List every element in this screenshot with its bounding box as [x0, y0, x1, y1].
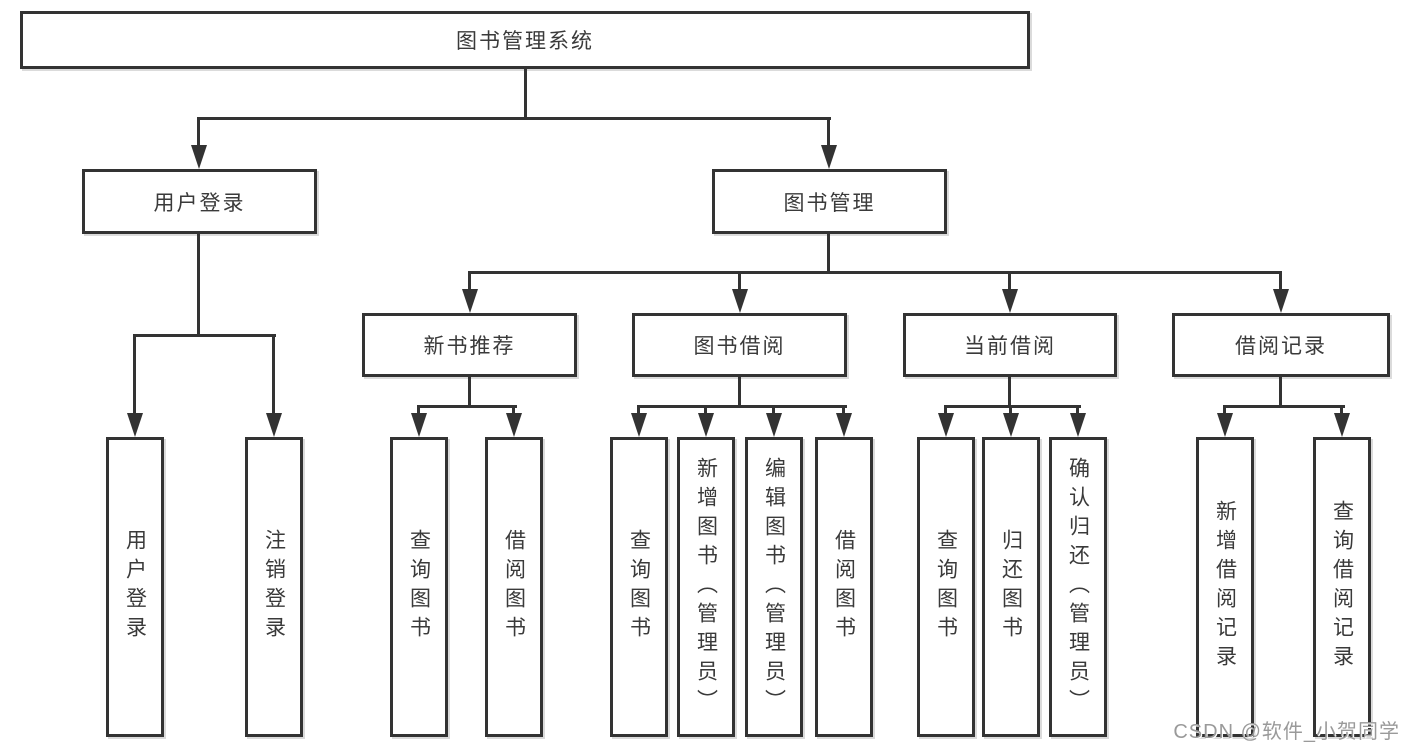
- edge-stem-leaf-user-login: [133, 334, 136, 417]
- node-book-management: 图书管理: [712, 169, 947, 234]
- edge-stem-records: [1279, 271, 1282, 293]
- node-book-management-label: 图书管理: [783, 191, 876, 215]
- edge-stem-rcd-leaf2: [1340, 405, 1343, 417]
- node-borrow-records: 借阅记录: [1172, 313, 1390, 377]
- edge-stem-bor-leaf3: [772, 405, 775, 417]
- arrowhead-cur-leaf1: [938, 413, 954, 437]
- arrowhead-recommend: [462, 289, 478, 313]
- node-user-login: 用户登录: [82, 169, 317, 234]
- leaf-records-query-record-label: 查询借阅记录: [1330, 500, 1354, 674]
- edge-stem-current: [1008, 271, 1011, 293]
- edge-stem-cur-leaf1: [944, 405, 947, 417]
- leaf-borrow-borrow-books-label: 借阅图书: [832, 529, 856, 645]
- edge-mgmt-hbar: [468, 271, 1282, 274]
- node-current-borrow: 当前借阅: [903, 313, 1117, 377]
- leaf-current-query-books-label: 查询图书: [934, 529, 958, 645]
- edge-stem-rcd-leaf1: [1223, 405, 1226, 417]
- arrowhead-leaf-logout: [266, 413, 282, 437]
- leaf-borrow-add-books-admin-label: 新增图书（管理员）: [694, 456, 718, 718]
- edge-current-drop: [1008, 377, 1011, 407]
- edge-login-hbar: [133, 334, 276, 337]
- edge-root-drop: [524, 69, 527, 118]
- edge-recommend-hbar: [417, 405, 517, 408]
- arrowhead-bor-leaf2: [698, 413, 714, 437]
- edge-stem-rec-leaf2: [512, 405, 515, 417]
- arrowhead-user-login: [191, 145, 207, 169]
- leaf-current-return-books: 归还图书: [982, 437, 1040, 737]
- node-book-borrow-label: 图书借阅: [693, 335, 786, 358]
- edge-root-hbar: [197, 117, 831, 120]
- leaf-records-add-record: 新增借阅记录: [1196, 437, 1254, 737]
- arrowhead-bor-leaf1: [631, 413, 647, 437]
- leaf-borrow-borrow-books: 借阅图书: [815, 437, 873, 737]
- edge-login-drop: [197, 234, 200, 336]
- edge-borrow-drop: [738, 377, 741, 407]
- arrowhead-borrow: [732, 289, 748, 313]
- leaf-current-return-books-label: 归还图书: [999, 529, 1023, 645]
- node-user-login-label: 用户登录: [153, 191, 246, 215]
- leaf-borrow-add-books-admin: 新增图书（管理员）: [677, 437, 735, 737]
- leaf-recommend-query-books-label: 查询图书: [407, 529, 431, 645]
- node-book-borrow: 图书借阅: [632, 313, 847, 377]
- arrowhead-bor-leaf3: [766, 413, 782, 437]
- edge-records-hbar: [1223, 405, 1345, 408]
- arrowhead-cur-leaf3: [1070, 413, 1086, 437]
- edge-stem-user-login: [197, 117, 200, 149]
- edge-stem-rec-leaf1: [417, 405, 420, 417]
- edge-stem-book-management: [827, 117, 830, 149]
- arrowhead-rec-leaf2: [506, 413, 522, 437]
- edge-stem-bor-leaf2: [704, 405, 707, 417]
- node-root-label: 图书管理系统: [456, 30, 594, 53]
- arrowhead-cur-leaf2: [1003, 413, 1019, 437]
- leaf-current-query-books: 查询图书: [917, 437, 975, 737]
- edge-stem-borrow: [738, 271, 741, 293]
- leaf-recommend-borrow-books: 借阅图书: [485, 437, 543, 737]
- arrowhead-rec-leaf1: [411, 413, 427, 437]
- leaf-logout-label: 注销登录: [262, 529, 286, 645]
- node-root: 图书管理系统: [20, 11, 1030, 69]
- arrowhead-leaf-user-login: [127, 413, 143, 437]
- leaf-borrow-query-books: 查询图书: [610, 437, 668, 737]
- arrowhead-bor-leaf4: [836, 413, 852, 437]
- leaf-user-login: 用户登录: [106, 437, 164, 737]
- edge-stem-bor-leaf1: [637, 405, 640, 417]
- edge-records-drop: [1279, 377, 1282, 407]
- edge-stem-cur-leaf3: [1076, 405, 1079, 417]
- leaf-logout: 注销登录: [245, 437, 303, 737]
- edge-stem-recommend: [468, 271, 471, 293]
- arrowhead-current: [1002, 289, 1018, 313]
- edge-borrow-hbar: [637, 405, 847, 408]
- leaf-records-add-record-label: 新增借阅记录: [1213, 500, 1237, 674]
- arrowhead-records: [1273, 289, 1289, 313]
- leaf-borrow-query-books-label: 查询图书: [627, 529, 651, 645]
- node-new-book-recommend-label: 新书推荐: [423, 335, 516, 358]
- csdn-watermark: CSDN @软件_小贺同学: [1173, 721, 1400, 743]
- leaf-recommend-query-books: 查询图书: [390, 437, 448, 737]
- arrowhead-rcd-leaf1: [1217, 413, 1233, 437]
- arrowhead-rcd-leaf2: [1334, 413, 1350, 437]
- leaf-current-confirm-return-admin: 确认归还（管理员）: [1049, 437, 1107, 737]
- arrowhead-book-management: [821, 145, 837, 169]
- node-borrow-records-label: 借阅记录: [1235, 335, 1327, 358]
- edge-recommend-drop: [468, 377, 471, 407]
- leaf-borrow-edit-books-admin-label: 编辑图书（管理员）: [762, 456, 786, 718]
- edge-stem-bor-leaf4: [842, 405, 845, 417]
- edge-mgmt-drop: [827, 233, 830, 274]
- leaf-borrow-edit-books-admin: 编辑图书（管理员）: [745, 437, 803, 737]
- edge-stem-cur-leaf2: [1009, 405, 1012, 417]
- edge-stem-leaf-logout: [272, 334, 275, 417]
- leaf-current-confirm-return-admin-label: 确认归还（管理员）: [1066, 456, 1090, 718]
- leaf-user-login-label: 用户登录: [123, 529, 147, 645]
- node-new-book-recommend: 新书推荐: [362, 313, 577, 377]
- edge-current-hbar: [944, 405, 1081, 408]
- leaf-recommend-borrow-books-label: 借阅图书: [502, 529, 526, 645]
- node-current-borrow-label: 当前借阅: [964, 335, 1056, 358]
- leaf-records-query-record: 查询借阅记录: [1313, 437, 1371, 737]
